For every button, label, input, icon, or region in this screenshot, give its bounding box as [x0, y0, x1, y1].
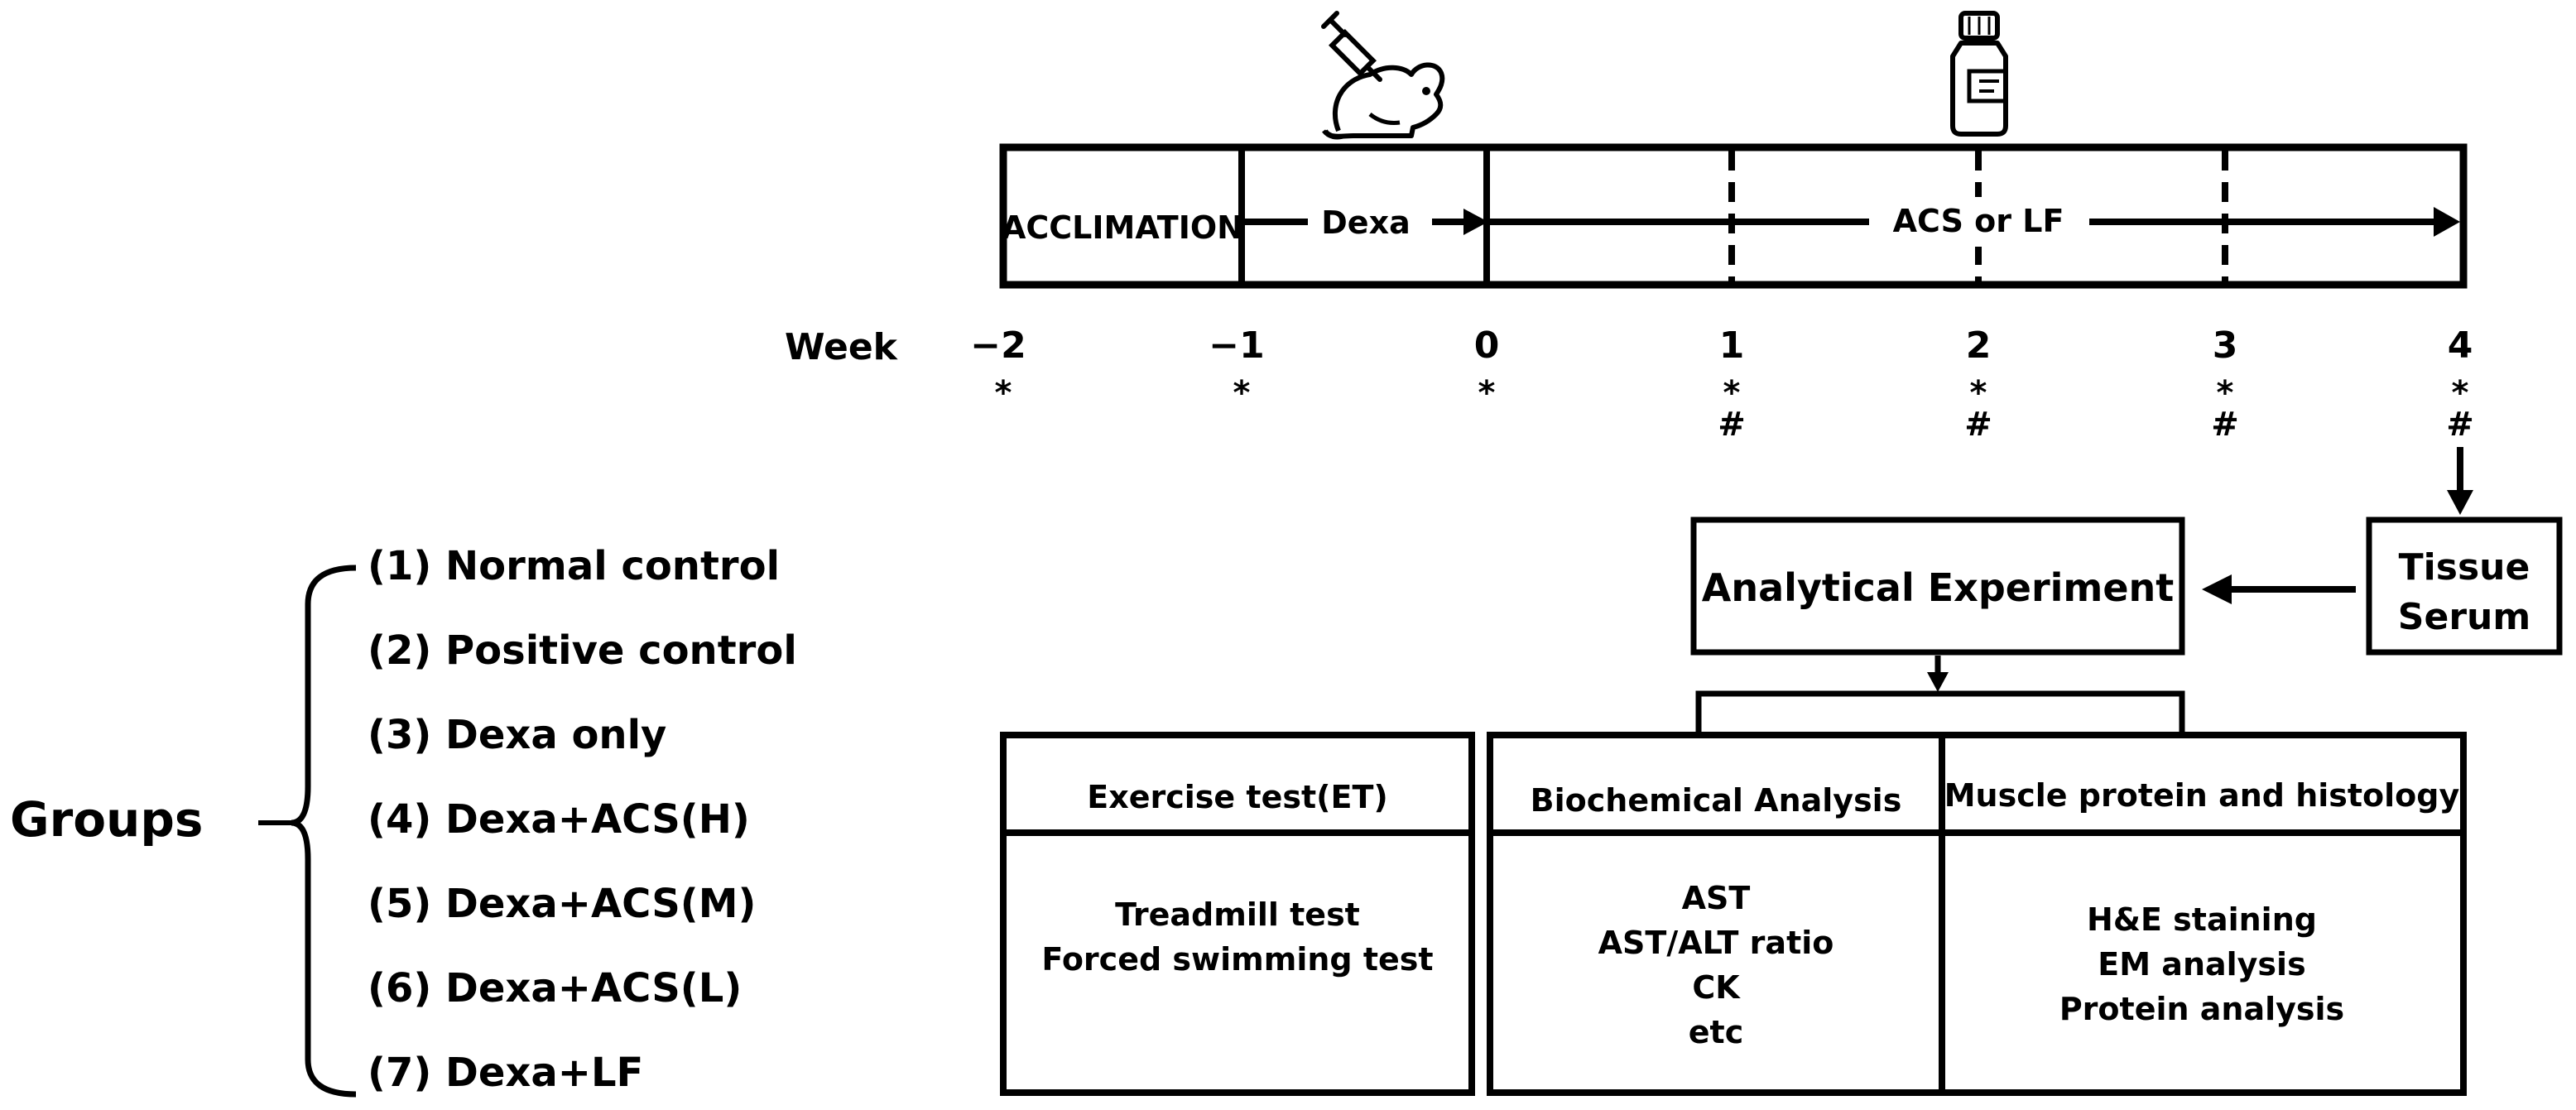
week-tick: 0 [1474, 324, 1500, 367]
muscle-header: Muscle protein and histology [1944, 777, 2460, 814]
timeline: ACCLIMATION Dexa ACS or LF [999, 143, 2468, 289]
star-marker: * [1478, 374, 1496, 412]
mouse-with-syringe-icon [1321, 11, 1445, 140]
muscle-item: EM analysis [2098, 946, 2305, 983]
analytical-title: Analytical Experiment [1702, 565, 2175, 610]
hash-marker: # [1718, 406, 1746, 444]
week-tick: 4 [2448, 324, 2473, 367]
week-tick: 2 [1966, 324, 1992, 367]
acclimation-label: ACCLIMATION [1002, 209, 1243, 246]
group-item: (2) Positive control [368, 627, 797, 674]
timeline-frame [999, 143, 2468, 289]
star-marker: * [2217, 374, 2234, 412]
group-item: (7) Dexa+LF [368, 1050, 643, 1096]
analytical-down-arrowhead [1927, 672, 1949, 692]
week-axis-label: Week [785, 326, 899, 368]
week4-down-arrowhead [2447, 490, 2473, 515]
treatment-arrowhead [2434, 207, 2460, 237]
hash-marker: # [1964, 406, 1992, 444]
treatment-label: ACS or LF [1893, 203, 2064, 239]
exercise-header: Exercise test(ET) [1087, 779, 1388, 815]
exercise-item: Forced swimming test [1041, 941, 1433, 978]
groups-brace [291, 565, 357, 1098]
analytical-experiment-box: Analytical Experiment [1690, 517, 2185, 656]
week-tick: 3 [2213, 324, 2238, 367]
group-item: (4) Dexa+ACS(H) [368, 796, 750, 843]
serum-label: Serum [2398, 596, 2530, 638]
tissue-to-analytical-arrowhead [2202, 574, 2232, 604]
analytical-split-bracket [1695, 690, 2185, 735]
muscle-item: Protein analysis [2059, 991, 2344, 1027]
tissue-label: Tissue [2399, 546, 2530, 589]
groups-section: Groups (1) Normal control (2) Positive c… [10, 543, 797, 1098]
biochemical-item: AST [1682, 880, 1751, 916]
star-marker: * [2452, 374, 2469, 412]
medicine-bottle-icon [1950, 11, 2008, 137]
dexa-label: Dexa [1321, 204, 1410, 241]
biochemical-item: AST/ALT ratio [1598, 925, 1834, 961]
star-marker: * [1970, 374, 1987, 412]
week-axis: Week −2 −1 0 1 2 3 4 * * * * * * * # # #… [785, 324, 2474, 444]
star-marker: * [1233, 374, 1251, 412]
biochemical-header: Biochemical Analysis [1531, 782, 1902, 819]
week-tick: −2 [970, 324, 1026, 367]
star-marker: * [1723, 374, 1741, 412]
biochemical-muscle-box: Biochemical Analysis AST AST/ALT ratio C… [1487, 732, 2467, 1096]
dexa-arrowhead [1463, 209, 1488, 235]
group-item: (3) Dexa only [368, 712, 666, 758]
tissue-serum-box: Tissue Serum [2366, 517, 2563, 656]
week-tick: −1 [1209, 324, 1264, 367]
hash-marker: # [2446, 406, 2474, 444]
groups-title: Groups [10, 791, 203, 848]
hash-marker: # [2211, 406, 2239, 444]
biochemical-item: CK [1692, 969, 1741, 1006]
muscle-item: H&E staining [2087, 901, 2317, 938]
exercise-test-box: Exercise test(ET) Treadmill test Forced … [1000, 732, 1475, 1096]
group-item: (6) Dexa+ACS(L) [368, 965, 742, 1011]
group-item: (1) Normal control [368, 543, 780, 589]
star-marker: * [995, 374, 1012, 412]
week-tick: 1 [1719, 324, 1745, 367]
biochemical-item: etc [1689, 1014, 1743, 1050]
exercise-item: Treadmill test [1115, 896, 1360, 933]
group-item: (5) Dexa+ACS(M) [368, 881, 756, 927]
